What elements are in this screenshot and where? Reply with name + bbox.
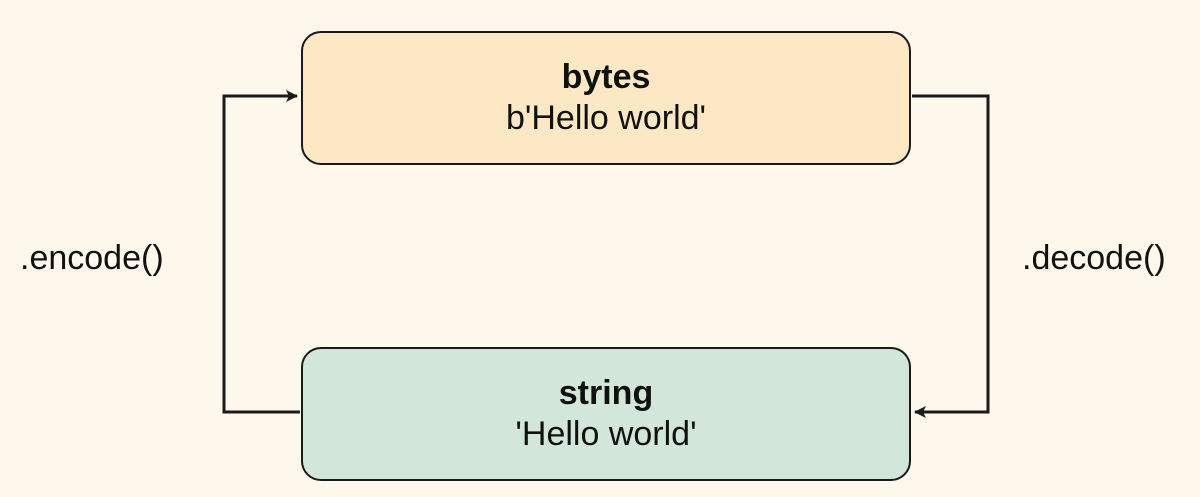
string-node-title: string xyxy=(558,374,654,412)
string-node: string 'Hello world' xyxy=(301,347,911,481)
decode-label: .decode() xyxy=(1022,239,1166,277)
encode-label: .encode() xyxy=(20,239,164,277)
string-node-value: 'Hello world' xyxy=(515,415,697,453)
bytes-node: bytes b'Hello world' xyxy=(301,31,911,165)
decode-arrow xyxy=(912,94,990,418)
bytes-node-title: bytes xyxy=(561,58,651,96)
encode-arrow xyxy=(222,90,300,414)
bytes-node-value: b'Hello world' xyxy=(505,99,707,137)
